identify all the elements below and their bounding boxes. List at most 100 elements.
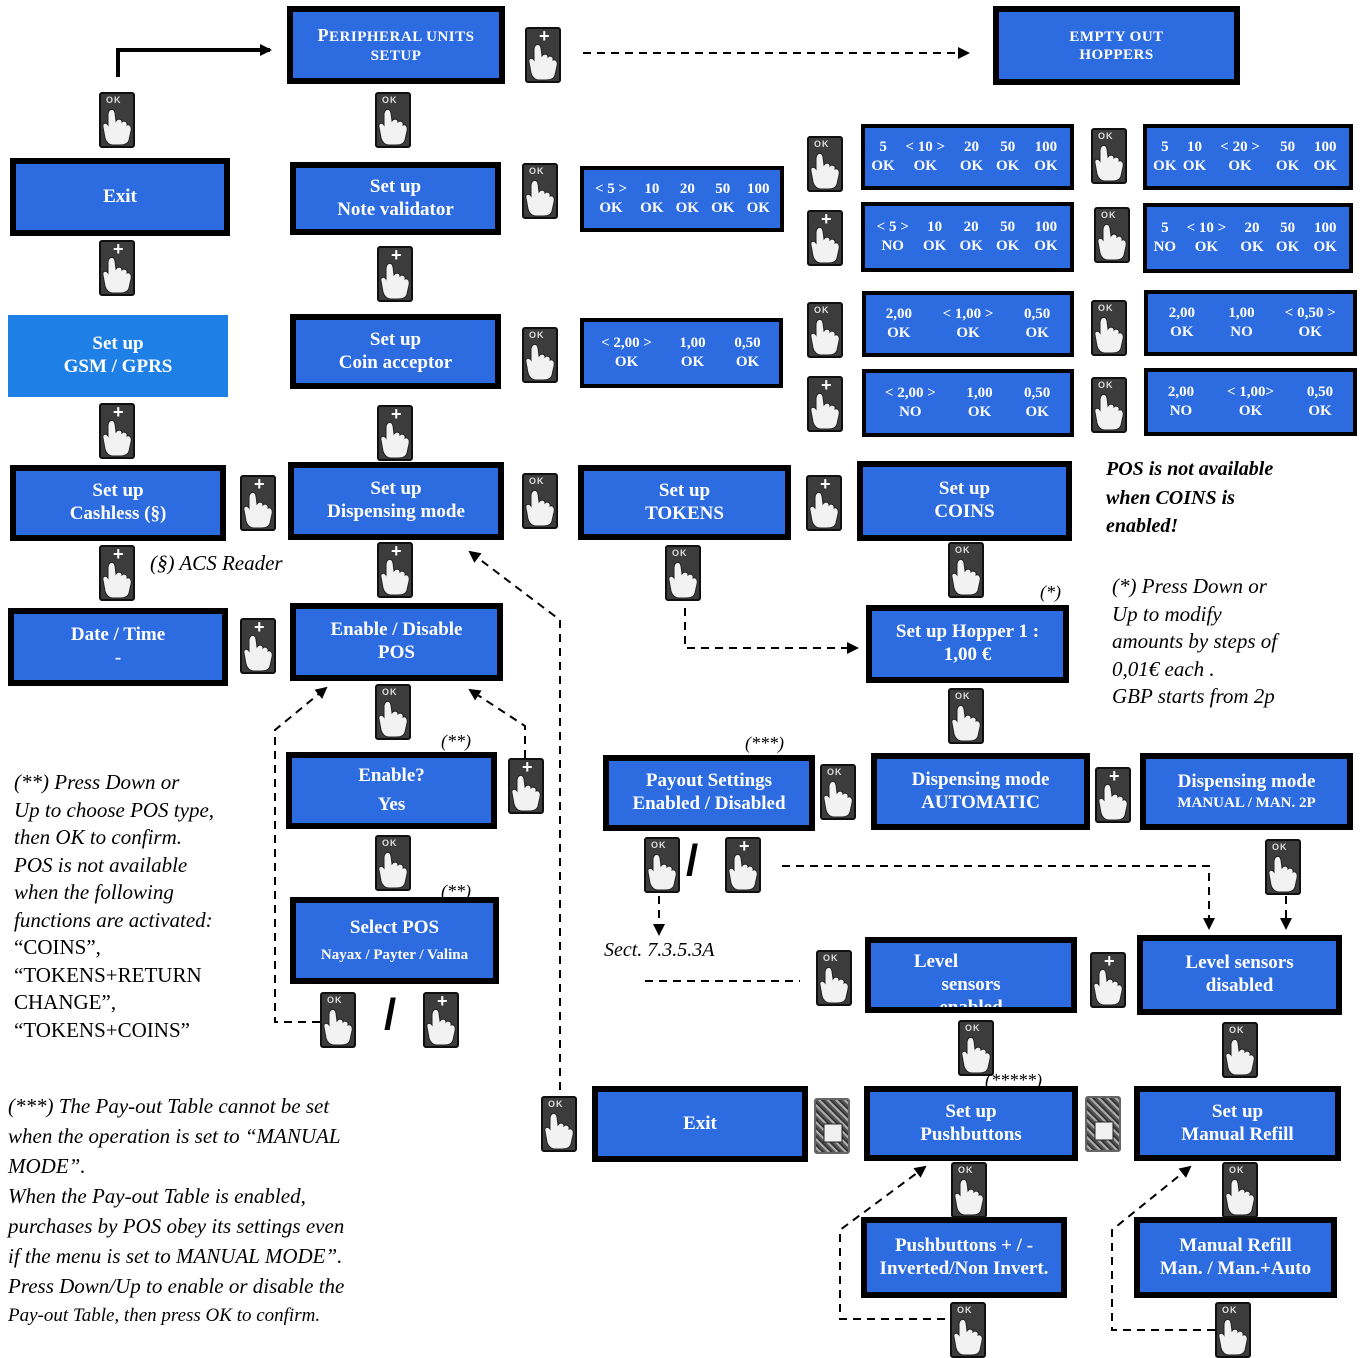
plus-button[interactable]: + [1090,952,1126,1008]
ok-icon-label: OK [814,305,830,315]
ok-button[interactable]: OK [375,835,411,891]
scan-button[interactable] [814,1098,850,1154]
note-validator-box: Set up Note validator [290,162,501,235]
ok-button[interactable]: OK [1094,207,1130,263]
step-note-line: amounts by steps of [1112,629,1278,653]
note-validator-line2: Note validator [337,198,454,220]
grid-cell: OK [599,200,623,216]
grid-cell: OK [996,158,1020,174]
plus-button[interactable]: + [240,475,276,531]
grid-cell: 0,50 [1024,306,1051,323]
grid-cell: 5 [879,139,887,156]
ok-icon-label: OK [672,548,688,558]
ok-button[interactable]: OK [816,950,852,1006]
grid-cell: NO [1230,324,1253,340]
ok-button[interactable]: OK [958,1020,994,1076]
plus-button[interactable]: + [807,376,843,432]
ok-button[interactable]: OK [522,163,558,219]
exit-top-box: Exit [10,158,230,236]
plus-button[interactable]: + [377,542,413,598]
ok-icon-label: OK [529,166,545,176]
plus-button[interactable]: + [377,405,413,461]
pos-type-note-line: POS is not available [14,852,188,877]
peripheral-title-rest: ERIPHERAL UNITS [329,29,475,46]
ok-button[interactable]: OK [951,1162,987,1218]
ok-button[interactable]: OK [807,302,843,358]
grid-cell: OK [1298,324,1322,340]
plus-button[interactable]: + [1095,767,1131,823]
ok-icon-label: OK [823,953,839,963]
plus-button[interactable]: + [240,618,276,674]
enable-q-line2: Yes [377,793,406,815]
peripheral-subtitle: SETUP [370,47,422,64]
grid-cell: 2,00 [1168,305,1195,322]
plus-button[interactable]: + [508,758,544,814]
plus-button[interactable]: + [377,246,413,302]
ok-button[interactable]: OK [320,992,356,1048]
ok-button[interactable]: OK [948,688,984,744]
scan-button[interactable] [1085,1096,1121,1152]
pos-function-line: “TOKENS+COINS” [14,1017,190,1042]
grid-cell: 20 [963,219,979,236]
ok-button[interactable]: OK [1265,839,1301,895]
grid-cell: OK [995,238,1020,254]
grid-cell: 50 [1000,139,1016,156]
ok-button[interactable]: OK [522,327,558,383]
grid-cell: OK [1170,324,1194,340]
plus-button[interactable]: + [525,27,561,83]
grid-cell: OK [922,238,947,254]
payout-line1: Payout Settings [645,770,773,792]
ok-button[interactable]: OK [375,92,411,148]
ok-button[interactable]: OK [375,684,411,740]
grid-cell: OK [1034,238,1058,254]
pos-type-note-line: functions are activated: [14,907,213,932]
plus-button[interactable]: + [99,403,135,459]
pos-warning-note: POS is not available when COINS is enabl… [1106,455,1273,541]
ok-button[interactable]: OK [522,473,558,529]
plus-button[interactable]: + [807,210,843,266]
ok-button[interactable]: OK [950,1302,986,1358]
ok-icon-label: OK [1098,131,1114,141]
ok-button[interactable]: OK [644,837,680,893]
ok-button[interactable]: OK [1222,1022,1258,1078]
plus-icon-label: + [391,405,402,424]
plus-button[interactable]: + [423,992,459,1048]
coin-acceptor-line2: Coin acceptor [338,351,453,373]
ok-button[interactable]: OK [1222,1162,1258,1218]
ok-button[interactable]: OK [1091,377,1127,433]
plus-button[interactable]: + [99,240,135,296]
ok-button[interactable]: OK [1091,300,1127,356]
grid-cell: OK [711,200,735,216]
grid-cell: 100 [1034,219,1058,236]
grid-cell: < 2,00 > [884,385,936,402]
grid-cell: 0,50 [734,335,761,352]
plus-icon-label: + [113,403,124,422]
ok-button[interactable]: OK [1215,1302,1251,1358]
arrow-pos-loop-right [468,688,526,758]
plus-button[interactable]: + [725,837,761,893]
ok-button[interactable]: OK [665,545,701,601]
grid-cell: 50 [1000,219,1016,236]
dispensing-mode-box: Set up Dispensing mode [288,462,504,540]
ok-button[interactable]: OK [541,1096,577,1152]
grid-cell: OK [1275,158,1300,174]
grid-cell: OK [967,404,992,420]
acs-reader-note: (§) ACS Reader [150,551,283,575]
plus-icon-label: + [820,475,831,494]
ok-button[interactable]: OK [807,136,843,192]
grid-cell: OK [614,354,639,370]
double-star-mark: (**) [441,731,471,751]
grid-cell: NO [1169,403,1193,419]
grid-cell: OK [1308,403,1332,419]
plus-button[interactable]: + [99,545,135,601]
triple-star-mark: (***) [745,733,784,753]
grid-cell: OK [956,325,980,341]
plus-button[interactable]: + [806,475,842,531]
ok-button[interactable]: OK [820,764,856,820]
ok-button[interactable]: OK [948,542,984,598]
ok-button[interactable]: OK [1091,128,1127,184]
ok-button[interactable]: OK [99,92,135,148]
